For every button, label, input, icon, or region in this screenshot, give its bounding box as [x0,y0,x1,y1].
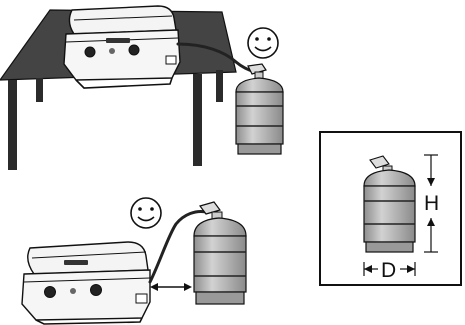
diameter-dimension: D [363,259,416,282]
scene-grill-on-table [0,5,284,170]
table-leg-back-left [36,78,43,102]
smiley-icon [247,27,279,59]
cylinder-foot-ring [195,291,245,305]
regulator [247,63,267,75]
cylinder-shoulder [193,217,247,237]
regulator [369,155,390,169]
grill-side-vent [165,55,177,65]
height-label: H [424,192,439,215]
gas-cylinder-bottom [193,201,247,305]
cylinder-foot-ring [365,241,414,253]
dimension-inset: H D [319,131,462,286]
table-leg-front-right [193,74,202,166]
grill-base [21,269,151,321]
height-dimension: H [424,154,439,253]
cylinder-body [363,185,416,243]
grill-lid [27,241,149,275]
scene-grill-on-ground [21,197,247,325]
cylinder-foot-ring [237,143,282,155]
grill-leg-front [75,77,173,89]
table-leg-back-right [216,70,223,102]
control-knob-left [84,46,96,58]
gas-hose-bottom [148,210,208,284]
regulator [198,201,222,215]
cylinder-shoulder [235,77,284,93]
cylinder-body [235,91,284,145]
inset-cylinder [363,155,416,253]
table-leg-front-left [8,80,17,170]
grill-logo-plate [106,38,130,43]
distance-arrow [150,283,192,291]
grill-base [63,29,181,81]
grill-side-vent [135,293,148,304]
grill-lid [68,5,177,35]
control-knob-right [128,44,140,56]
cylinder-shoulder [363,169,416,187]
portable-grill-top [63,5,181,89]
diameter-label: D [381,259,396,282]
grill-logo-plate [64,260,88,265]
control-knob-right [90,284,102,296]
gas-cylinder-top [235,63,284,155]
igniter-button [109,48,115,54]
smiley-icon [130,197,162,229]
cylinder-body [193,235,247,293]
portable-grill-bottom [21,241,151,325]
control-knob-left [44,286,56,298]
igniter-button [70,288,76,294]
gas-hose-top [176,42,257,74]
